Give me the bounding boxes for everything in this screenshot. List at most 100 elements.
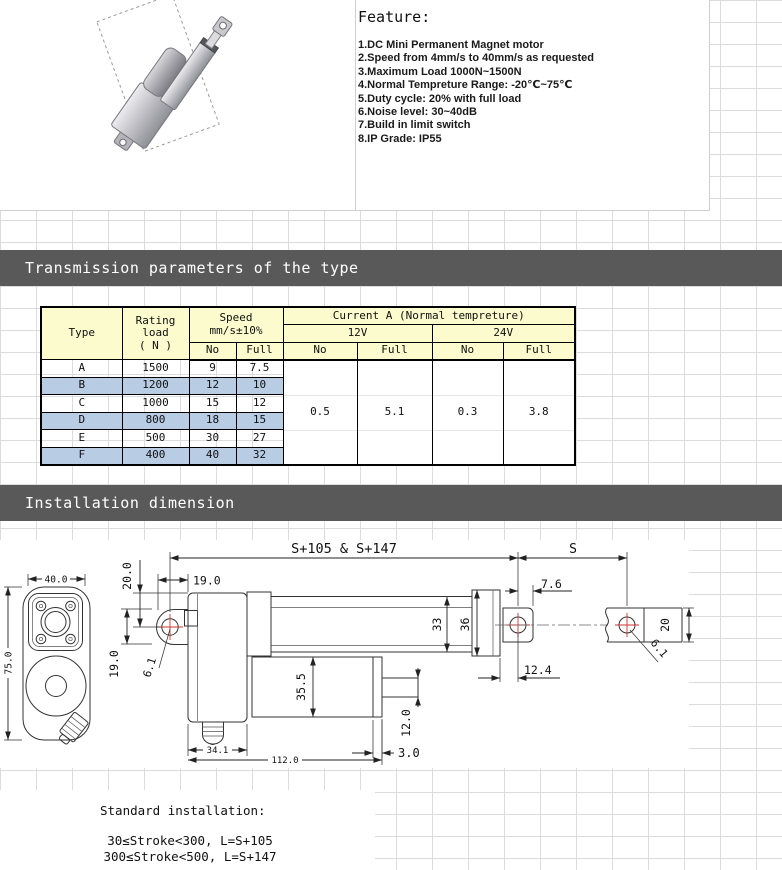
transmission-parameters-table: Type Rating load ( N ) Speed mm/s±10% Cu… — [40, 306, 576, 466]
cell-type: F — [40, 446, 123, 465]
dim-20-0: 20.0 — [120, 562, 134, 590]
cell-current-12v-full: 5.1 — [356, 359, 433, 465]
col-header-rating-load: Rating load ( N ) — [121, 306, 190, 360]
product-photo[interactable] — [40, 0, 280, 162]
cell-load: 1200 — [121, 376, 190, 395]
col-header-24v-full: Full — [502, 341, 576, 361]
cell-type: C — [40, 394, 123, 413]
cell-type: B — [40, 376, 123, 395]
drawing-merged-cell — [0, 540, 689, 768]
table-row: A 1500 9 7.5 0.5 5.1 0.3 3.8 — [40, 359, 576, 465]
rating-load-line1: Rating load — [135, 313, 176, 340]
dim-end-height: 75.0 — [4, 651, 15, 674]
section-header-installation: Installation dimension — [0, 485, 782, 521]
dim-19-0-horizontal: 19.0 — [193, 574, 221, 588]
screw-icon — [65, 633, 76, 645]
feature-item: 6.Noise level: 30~40dB — [358, 106, 477, 119]
formula-line: 300≤Stroke<500, L=S+147 — [103, 849, 277, 864]
cell-load: 400 — [121, 446, 190, 465]
cell-speed-full: 32 — [235, 446, 284, 465]
dim-112-0: 112.0 — [271, 756, 298, 766]
installation-formulas: 30≤Stroke<300, L=S+105 300≤Stroke<500, L… — [55, 833, 325, 865]
dim-overall-length: S+105 & S+147 — [291, 541, 397, 557]
feature-title: Feature: — [358, 8, 431, 26]
col-header-12v: 12V — [282, 324, 433, 343]
feature-item: 5.Duty cycle: 20% with full load — [358, 92, 522, 105]
cell-speed-no: 30 — [188, 429, 237, 448]
formula-line: 30≤Stroke<300, L=S+105 — [107, 833, 273, 848]
cell-load: 500 — [121, 429, 190, 448]
feature-item: 1.DC Mini Permanent Magnet motor — [358, 39, 544, 51]
feature-block: Feature: 1.DC Mini Permanent Magnet moto… — [358, 8, 706, 146]
dim-33: 33 — [430, 618, 444, 632]
cell-speed-full: 15 — [235, 411, 284, 430]
cell-speed-no: 9 — [188, 359, 237, 378]
installation-dimension-drawing: 40.0 75.0 — [2, 541, 694, 766]
cell-speed-no: 18 — [188, 411, 237, 430]
table-row: B 1200 12 10 — [40, 376, 575, 395]
dim-20-rod: 20 — [658, 618, 672, 632]
cell-load: 800 — [121, 411, 190, 430]
col-header-12v-no: No — [282, 341, 358, 361]
cell-speed-no: 15 — [188, 394, 237, 413]
cell-speed-no: 12 — [188, 376, 237, 395]
cell-speed-full: 27 — [235, 429, 284, 448]
feature-item: 8.IP Grade: IP55 — [358, 132, 442, 145]
table-row: C 1000 15 12 — [40, 394, 575, 413]
dim-6-1-left: 6.1 — [140, 656, 159, 679]
cell-speed-full: 7.5 — [235, 359, 284, 378]
cell-speed-no: 40 — [188, 446, 237, 465]
dim-3-0: 3.0 — [398, 746, 420, 760]
footer-merged-cell — [0, 790, 375, 870]
feature-item: 7.Build in limit switch — [358, 119, 471, 132]
col-header-speed-no: No — [188, 341, 237, 361]
feature-item: 3.Maximum Load 1000N~1500N — [358, 65, 522, 78]
rating-load-line2: ( N ) — [138, 338, 173, 352]
section-header-transmission: Transmission parameters of the type — [0, 250, 782, 286]
feature-item: 4.Normal Tempreture Range: -20℃~75℃ — [358, 79, 573, 92]
cell-type: D — [40, 411, 123, 430]
actuator-illustration — [111, 16, 233, 151]
col-header-type: Type — [40, 306, 123, 360]
table-row: E 500 30 27 — [40, 429, 575, 448]
dim-35-5: 35.5 — [294, 673, 308, 701]
col-header-24v-no: No — [431, 341, 504, 361]
cell-type: E — [40, 429, 123, 448]
standard-installation-title: Standard installation: — [100, 803, 266, 818]
dim-12-4: 12.4 — [524, 663, 552, 677]
cell-speed-full: 10 — [235, 376, 284, 395]
side-view — [156, 589, 683, 754]
dim-12-0: 12.0 — [399, 709, 413, 737]
screw-icon — [35, 600, 47, 612]
dim-19-0-vertical: 19.0 — [107, 650, 121, 678]
cell-speed-full: 12 — [235, 394, 284, 413]
col-header-speed-full: Full — [235, 341, 284, 361]
dim-7-6: 7.6 — [541, 577, 562, 591]
feature-item: 2.Speed from 4mm/s to 40mm/s as requeste… — [358, 52, 594, 65]
speed-line1: Speed — [219, 311, 253, 325]
screw-icon — [65, 600, 76, 612]
cell-current-24v-full: 3.8 — [502, 359, 576, 465]
cell-type: A — [40, 359, 123, 378]
col-header-speed: Speed mm/s±10% — [188, 306, 284, 343]
dim-34-1: 34.1 — [207, 746, 229, 756]
col-header-12v-full: Full — [356, 341, 433, 361]
table-row: F 400 40 32 — [40, 446, 575, 465]
dim-end-width: 40.0 — [45, 575, 68, 586]
col-header-current: Current A (Normal tempreture) — [282, 306, 576, 325]
speed-line2: mm/s±10% — [209, 323, 263, 337]
table-row: D 800 18 15 — [40, 411, 575, 430]
cell-current-24v-no: 0.3 — [431, 359, 504, 465]
cell-divider-line — [355, 0, 356, 211]
dim-36: 36 — [458, 618, 472, 632]
side-view-dimensions: S+105 & S+147 S 20.0 19.0 19.0 6.1 33 — [107, 541, 694, 766]
screw-icon — [35, 633, 47, 645]
dim-6-1-right: 6.1 — [648, 637, 671, 661]
cable-connector — [58, 712, 89, 745]
cell-load: 1500 — [121, 359, 190, 378]
end-view: 40.0 75.0 — [2, 574, 91, 745]
cell-load: 1000 — [121, 394, 190, 413]
cell-current-12v-no: 0.5 — [282, 359, 358, 465]
dim-stroke: S — [569, 542, 577, 557]
